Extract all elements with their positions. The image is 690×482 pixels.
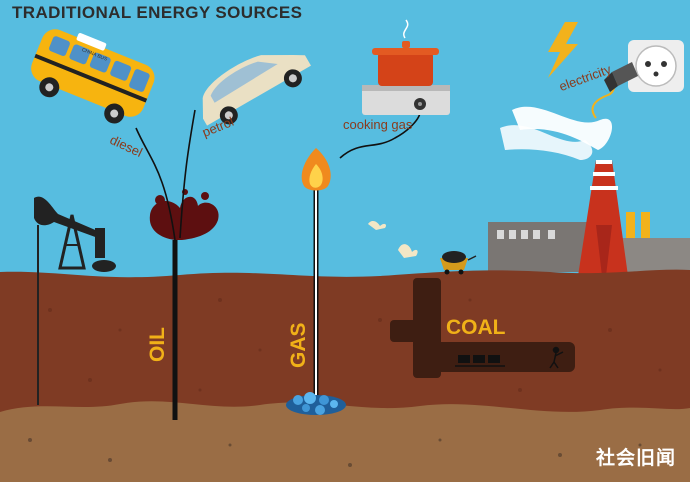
gas-stove-icon bbox=[362, 85, 450, 115]
miner-icon bbox=[549, 346, 564, 369]
cooking-gas-line bbox=[339, 111, 421, 159]
coal-cart-icon bbox=[455, 355, 505, 367]
chimney-icon bbox=[578, 160, 628, 276]
power-plug-icon bbox=[604, 62, 638, 92]
label-coal: COAL bbox=[446, 316, 506, 339]
smoke-icon bbox=[500, 106, 613, 160]
cooking-pot-icon bbox=[372, 19, 439, 86]
gas-reservoir-icon bbox=[286, 392, 346, 415]
label-gas: GAS bbox=[287, 322, 310, 368]
gas-flame-icon bbox=[301, 148, 331, 191]
oil-splash-icon bbox=[149, 189, 219, 240]
deep-soil-layer bbox=[0, 401, 690, 482]
pumpjack-icon bbox=[34, 196, 116, 405]
watermark: 社会旧闻 bbox=[595, 448, 676, 469]
surface-coal-cart-icon bbox=[440, 251, 477, 275]
label-cooking-gas: cooking gas bbox=[343, 117, 413, 132]
petrol-hose bbox=[179, 109, 196, 239]
page-title: TRADITIONAL ENERGY SOURCES bbox=[12, 3, 303, 22]
bus-icon bbox=[31, 29, 155, 124]
power-socket-icon bbox=[628, 40, 684, 92]
label-oil: OIL bbox=[146, 327, 169, 362]
diesel-hose bbox=[135, 127, 176, 241]
car-icon bbox=[202, 55, 311, 126]
bird-icon bbox=[368, 220, 418, 258]
lightning-icon bbox=[548, 22, 578, 78]
